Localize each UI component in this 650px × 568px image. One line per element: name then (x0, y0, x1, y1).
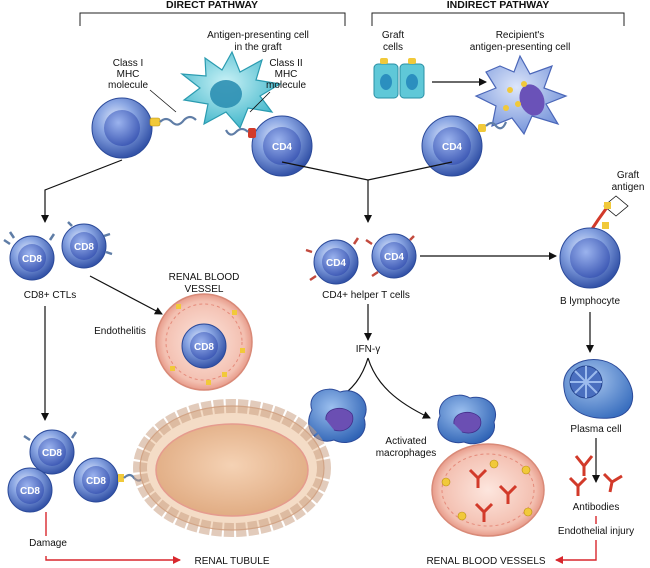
arrow-ifn-to-macrophage-2 (367, 357, 431, 419)
class1-label-1: Class I (113, 58, 144, 69)
class1-label-2: MHC (117, 69, 140, 80)
renal-blood-vessels-label: RENAL BLOOD VESSELS (426, 556, 545, 567)
cd8-ctl-cell-2: CD8 (61, 221, 113, 269)
class1-pointer (149, 89, 177, 113)
cd8-ctl-1-text: CD8 (22, 254, 42, 265)
antibodies-icon (568, 455, 623, 496)
cd4-helper-cell-1: CD4 (305, 237, 360, 285)
macrophage-2 (437, 394, 496, 445)
class2-label-2: MHC (275, 69, 298, 80)
graft-antigen-label-2: antigen (612, 182, 645, 193)
plasma-cell (563, 359, 634, 419)
b-lymphocyte-label: B lymphocyte (560, 296, 620, 307)
cd8-tubule-cell-3: CD8 (73, 457, 145, 503)
recipient-apc-cell (474, 54, 568, 136)
indirect-pathway-header: INDIRECT PATHWAY (371, 0, 625, 26)
t-cell-cd8-direct (91, 97, 197, 159)
cd8-tubule-2-text: CD8 (20, 486, 40, 497)
class2-label-1: Class II (269, 58, 302, 69)
apc-graft-label-2: in the graft (234, 42, 281, 53)
cd8-vessel-text: CD8 (194, 342, 214, 353)
renal-tubule-label: RENAL TUBULE (194, 556, 269, 567)
direct-pathway-header: DIRECT PATHWAY (79, 0, 346, 26)
class2-label-3: molecule (266, 80, 306, 91)
endothelitis-label: Endothelitis (94, 326, 146, 337)
antibodies-label: Antibodies (573, 502, 620, 513)
cd4-indirect-text: CD4 (442, 142, 462, 153)
graft-antigen-label-1: Graft (617, 170, 639, 181)
apc-graft-label-1: Antigen-presenting cell (207, 30, 309, 41)
cd8-ctl-2-text: CD8 (74, 242, 94, 253)
ifn-gamma-label: IFN-γ (356, 344, 380, 355)
damage-label: Damage (29, 538, 67, 549)
endothelial-injury-label: Endothelial injury (558, 526, 634, 537)
cd8-tubule-1-text: CD8 (42, 448, 62, 459)
recipient-apc-label-1: Recipient's (496, 30, 545, 41)
cd8-ctl-cell-1: CD8 (3, 231, 56, 281)
b-lymphocyte (559, 227, 621, 289)
indirect-pathway-title: INDIRECT PATHWAY (447, 0, 549, 11)
direct-pathway-title: DIRECT PATHWAY (166, 0, 258, 11)
cd8-tubule-cell-2: CD8 (7, 467, 53, 513)
cd4-helper-label: CD4+ helper T cells (322, 290, 410, 301)
cd4-direct-text: CD4 (272, 142, 292, 153)
recipient-apc-label-2: antigen-presenting cell (470, 42, 571, 53)
renal-blood-vessel-label-1: RENAL BLOOD (169, 272, 240, 283)
graft-antigen-icon (588, 195, 629, 233)
renal-blood-vessel-label-2: VESSEL (185, 284, 224, 295)
arrow-injury-to-vessels (555, 540, 597, 564)
arrow-damage-to-tubule (45, 556, 181, 564)
arrow-ctl-to-vessel (89, 275, 163, 315)
arrow-to-cd8-ctls (41, 159, 123, 223)
renal-blood-vessel-indirect (431, 443, 545, 537)
t-cell-cd4-direct: CD4 (225, 115, 313, 177)
class1-label-3: molecule (108, 80, 148, 91)
cd4-helper-2-text: CD4 (384, 252, 404, 263)
graft-cells-label-1: Graft (382, 30, 404, 41)
connector-cd4-merge (281, 161, 453, 181)
graft-cells-label-2: cells (383, 42, 403, 53)
class2-pointer (249, 91, 271, 113)
cd4-helper-cell-2: CD4 (365, 233, 417, 279)
cd8-tubule-cell-1: CD8 (23, 429, 78, 475)
activated-macrophages-label-1: Activated (385, 436, 426, 447)
cd4-helper-1-text: CD4 (326, 258, 346, 269)
apc-graft-cell (180, 50, 282, 130)
activated-macrophages-label-2: macrophages (376, 448, 437, 459)
macrophage-1 (308, 388, 367, 443)
cd8-ctls-label: CD8+ CTLs (24, 290, 77, 301)
renal-tubule (133, 399, 331, 537)
renal-blood-vessel-direct: CD8 (155, 293, 253, 391)
graft-cells (373, 58, 425, 99)
t-cell-cd4-indirect: CD4 (421, 115, 508, 177)
plasma-cell-label: Plasma cell (570, 424, 621, 435)
cd8-tubule-3-text: CD8 (86, 476, 106, 487)
